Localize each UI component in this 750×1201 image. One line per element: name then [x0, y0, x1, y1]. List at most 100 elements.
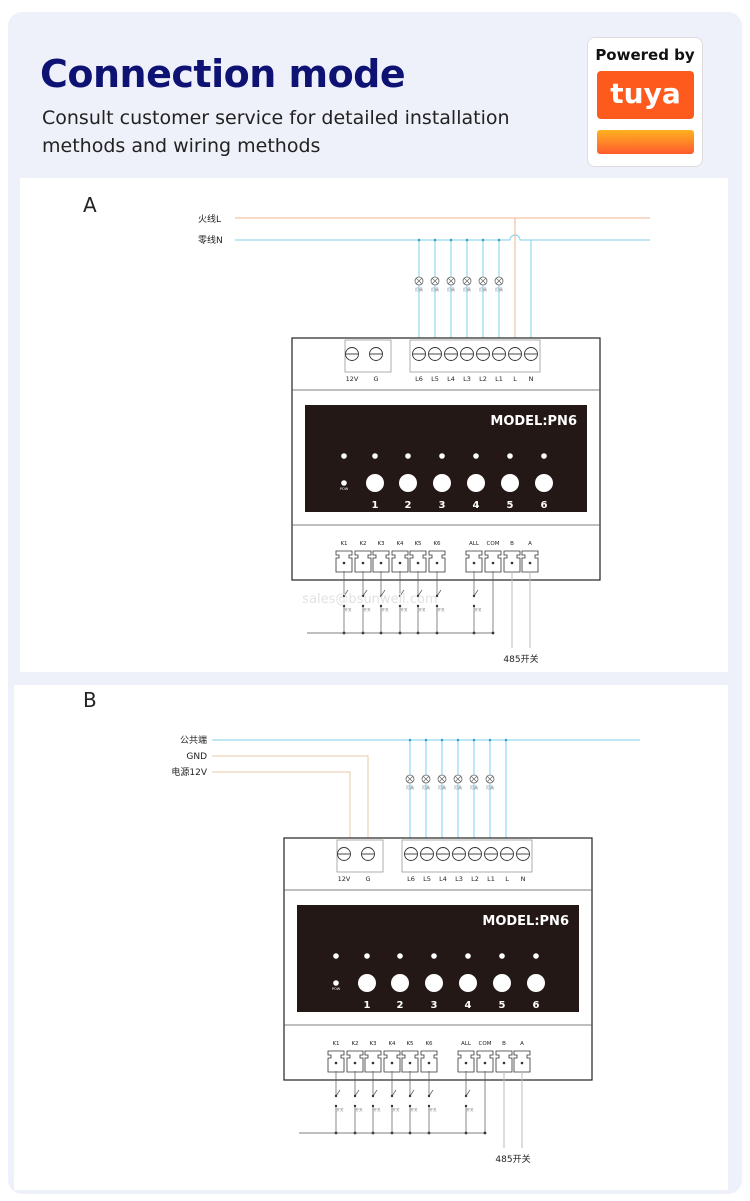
tuya-logo-bar: [597, 130, 694, 154]
terminal-point: [342, 561, 346, 565]
switch-contact-icon: [417, 589, 423, 597]
channel-button: [366, 474, 384, 492]
lamp-label: 灯具: [422, 784, 430, 790]
top-terminal-label: L5: [423, 875, 431, 883]
bottom-terminal-label: COM: [487, 541, 500, 547]
lamp-icon-cross: [415, 277, 423, 285]
bottom-terminal-label: ALL: [469, 541, 480, 547]
bottom-terminal-label: K6: [425, 1041, 433, 1047]
channel-button-number: 2: [405, 500, 412, 511]
bottom-terminal-label: K6: [433, 541, 441, 547]
bottom-terminal-label: K2: [359, 541, 366, 547]
wire-junction: [456, 738, 460, 742]
input-terminal: [513, 1050, 531, 1073]
input-terminal: [428, 550, 446, 573]
top-terminal-label: G: [365, 875, 370, 883]
input-terminal: [346, 1050, 364, 1073]
bottom-terminal-label: B: [510, 541, 514, 547]
switch-contact-icon: [362, 589, 368, 597]
terminal-point: [390, 1061, 394, 1065]
powered-by-text: Powered by: [595, 46, 695, 64]
lamp-label: 灯具: [415, 286, 423, 292]
bottom-terminal-label: K4: [388, 1041, 396, 1047]
pow-label: POW: [332, 987, 341, 991]
wire-junction: [481, 238, 485, 242]
switch-node: [483, 1131, 487, 1135]
watermark: sales@bsunwell.com: [302, 592, 437, 607]
bottom-terminal-label: A: [520, 1041, 524, 1047]
input-terminal: [364, 1050, 382, 1073]
switch-label: 开关: [364, 607, 372, 612]
terminal-point: [361, 561, 365, 565]
lamp-icon-cross: [463, 277, 471, 285]
top-terminal-label: L2: [471, 875, 479, 883]
top-terminal-label: L5: [431, 375, 439, 383]
switch-node: [342, 604, 346, 608]
led-indicator: [364, 953, 370, 959]
rs485-label: 485开关: [503, 653, 538, 665]
terminal-point: [472, 561, 476, 565]
switch-label: 开关: [393, 1107, 401, 1112]
channel-button: [493, 974, 511, 992]
bottom-terminal-label: K4: [396, 541, 404, 547]
switch-node: [491, 631, 495, 635]
switch-node: [435, 594, 439, 598]
led-indicator: [499, 953, 505, 959]
wire-junction: [465, 238, 469, 242]
led-indicator: [333, 953, 339, 959]
switch-contact-icon: [399, 589, 405, 597]
led-indicator: [372, 453, 378, 459]
terminal-point: [464, 1061, 468, 1065]
input-terminal: [372, 550, 390, 573]
switch-node: [472, 604, 476, 608]
switch-node: [379, 594, 383, 598]
lamp-icon-cross: [431, 277, 439, 285]
switch-node: [416, 604, 420, 608]
bottom-terminal-label: COM: [479, 1041, 492, 1047]
switch-contact-icon: [409, 1089, 415, 1097]
channel-button: [433, 474, 451, 492]
wire-junction: [449, 238, 453, 242]
bottom-terminal-label: A: [528, 541, 532, 547]
switch-label: 开关: [438, 607, 446, 612]
channel-button-number: 1: [364, 1000, 371, 1011]
wire-junction: [433, 238, 437, 242]
switch-node: [390, 1104, 394, 1108]
rs485-label: 485开关: [495, 1153, 530, 1165]
switch-node: [427, 1094, 431, 1098]
lamp-icon-cross: [438, 775, 446, 783]
power-12v-wire: [212, 771, 351, 848]
switch-node: [390, 1094, 394, 1098]
channel-button: [467, 474, 485, 492]
lamp-icon-cross: [479, 277, 487, 285]
channel-button: [358, 974, 376, 992]
lamp-label: 灯具: [479, 286, 487, 292]
led-indicator: [439, 453, 445, 459]
switch-contact-icon: [436, 589, 442, 597]
switch-node: [371, 1094, 375, 1098]
channel-button-number: 4: [473, 500, 480, 511]
top-terminal-label: L4: [439, 875, 447, 883]
top-terminal-label: L3: [455, 875, 463, 883]
front-panel: [297, 905, 579, 1012]
led-indicator: [533, 953, 539, 959]
switch-contact-icon: [343, 589, 349, 597]
led-indicator: [465, 953, 471, 959]
page-title: Connection mode: [40, 52, 406, 96]
wire-junction: [504, 738, 508, 742]
lamp-label: 灯具: [447, 286, 455, 292]
wire-junction: [497, 238, 501, 242]
switch-contact-icon: [473, 589, 479, 597]
switch-contact-icon: [335, 1089, 341, 1097]
power-led: [341, 480, 347, 486]
switch-node: [353, 1094, 357, 1098]
input-terminal: [503, 550, 521, 573]
switch-label: 开关: [475, 607, 483, 612]
switch-node: [334, 1104, 338, 1108]
switch-node: [361, 604, 365, 608]
led-indicator: [405, 453, 411, 459]
wire-junction: [408, 738, 412, 742]
switch-contact-icon: [380, 589, 386, 597]
top-terminal-label: L6: [415, 375, 423, 383]
